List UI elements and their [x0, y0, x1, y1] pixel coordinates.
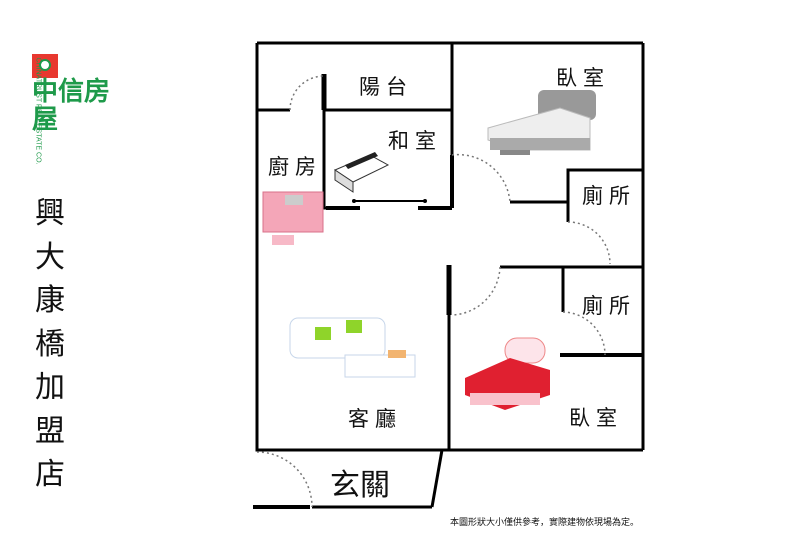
kitchen-sink-icon: [262, 191, 324, 245]
logo-chinese-name: 中信房屋: [32, 77, 111, 135]
sofa-icon: [289, 317, 416, 378]
master-bed-icon: [487, 90, 596, 155]
room-label-bedroom-2: 臥室: [569, 406, 623, 430]
room-label-entrance: 玄關: [330, 468, 390, 503]
room-label-toilet-1: 廁所: [582, 184, 636, 208]
room-label-balcony: 陽台: [359, 75, 413, 99]
room-label-kitchen: 廚房: [268, 155, 322, 179]
store-name: 興大康橋加盟店: [35, 196, 65, 492]
room-label-master-bedroom: 臥室: [556, 66, 610, 90]
bedroom-2-bed-icon: [465, 337, 550, 410]
room-label-living-room: 客廳: [348, 407, 402, 431]
disclaimer-note: 本圖形狀大小僅供參考，實際建物依現場為定。: [450, 518, 640, 528]
japanese-room-bed-icon: [333, 152, 390, 193]
door-swings: [256, 75, 611, 508]
logo-mark-icon: [32, 54, 58, 78]
room-label-japanese-room: 和室: [388, 129, 442, 153]
company-logo: CHINATRUST REAL ESTATE CO. 中信房屋: [18, 52, 110, 167]
walls: [253, 41, 645, 509]
sliding-door: [352, 199, 427, 203]
room-label-toilet-2: 廁所: [582, 294, 636, 318]
